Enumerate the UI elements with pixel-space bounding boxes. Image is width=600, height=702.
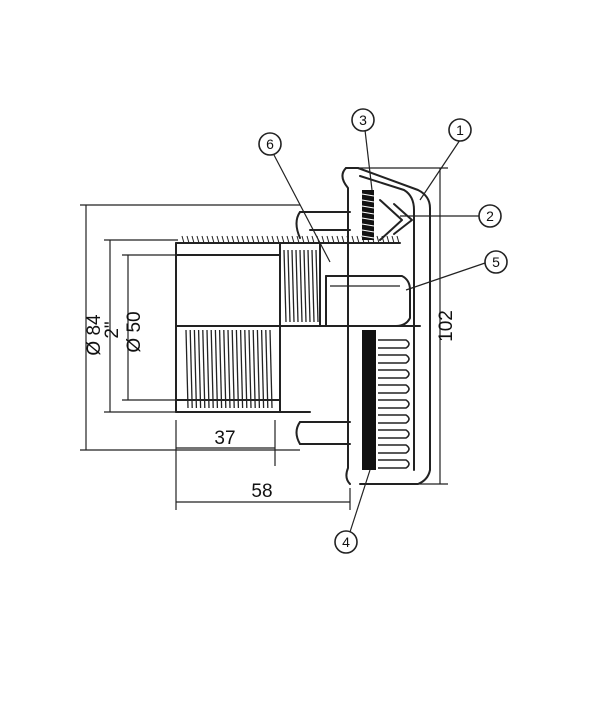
dimension-lines [80, 167, 448, 510]
gasket-top [362, 190, 374, 240]
gasket-bottom [362, 330, 376, 470]
callout-5-label: 5 [492, 254, 500, 270]
dim-height: 102 [436, 310, 457, 342]
callout-4-label: 4 [342, 534, 350, 550]
dim-total-length: 58 [251, 481, 272, 502]
callouts: 1 2 3 4 5 6 [258, 108, 508, 554]
dimension-labels: Ø 84 2" Ø 50 37 58 102 [84, 310, 457, 502]
callout-5-circle [484, 250, 508, 274]
dim-inner-diameter: Ø 50 [124, 311, 145, 352]
thread-upper [283, 249, 319, 323]
callout-1-circle [448, 118, 472, 142]
callout-3-circle [351, 108, 375, 132]
callout-2-circle [478, 204, 502, 228]
callout-3-label: 3 [359, 112, 367, 128]
grille-fins [378, 339, 410, 469]
callout-2-label: 2 [486, 208, 494, 224]
gasket-hatch [361, 193, 375, 239]
dim-thread-length: 37 [214, 428, 235, 449]
callout-4-circle [334, 530, 358, 554]
callout-1-label: 1 [456, 122, 464, 138]
thread-lower [185, 329, 273, 409]
callout-6-label: 6 [266, 136, 274, 152]
thread-top [181, 235, 400, 244]
cover-cap [325, 167, 431, 485]
dim-outer-diameter: Ø 84 [84, 314, 105, 356]
dim-thread: 2" [102, 321, 123, 338]
callout-6-circle [258, 132, 282, 156]
pipe-body [175, 211, 421, 445]
